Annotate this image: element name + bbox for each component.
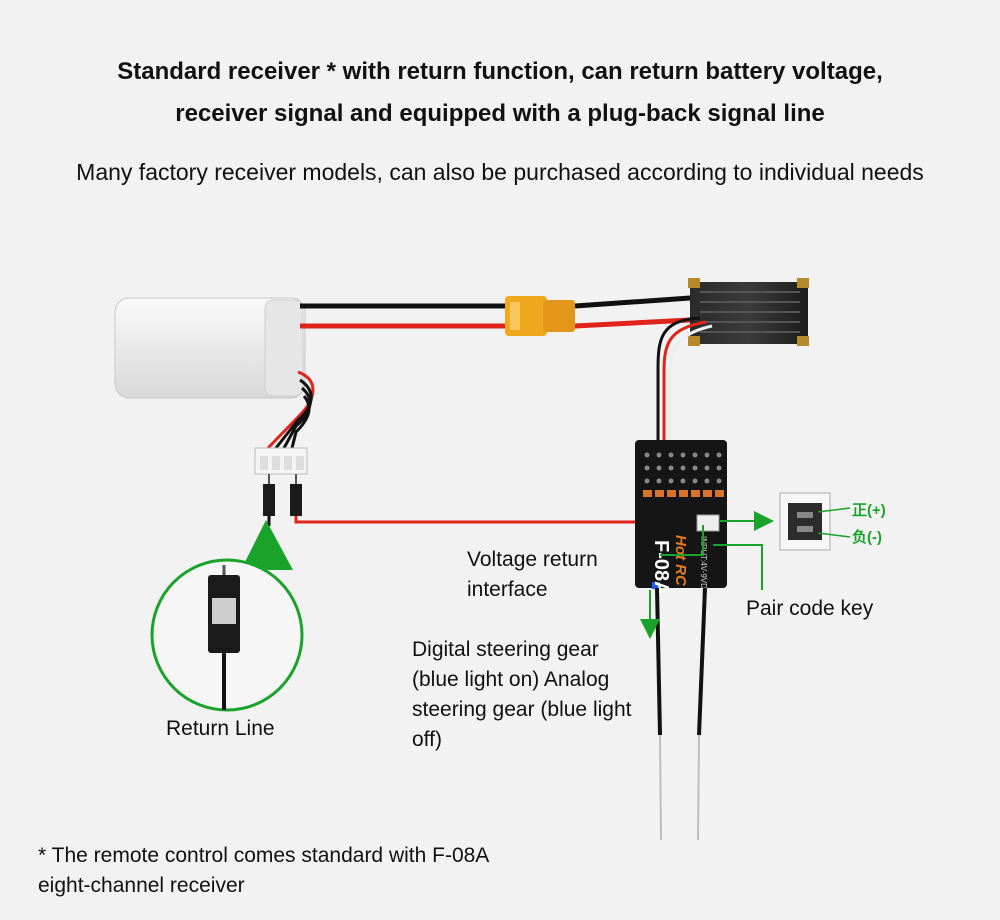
steering-gear-label: Digital steering gear (blue light on) An…	[412, 635, 631, 755]
title-line-1: Standard receiver * with return function…	[117, 58, 883, 85]
leader-lines	[640, 511, 774, 639]
receiver-input-text: INPUT:4V-9VDC	[699, 536, 708, 595]
steering-line-2: (blue light on) Analog	[412, 668, 610, 691]
footnote-line-2: eight-channel receiver	[38, 874, 245, 897]
receiver-model-text: F-08A	[650, 540, 672, 596]
voltage-return-plug	[779, 492, 851, 551]
receiver-brand-text: Hot RC	[672, 535, 689, 587]
steering-line-4: off)	[412, 728, 442, 751]
receiver-antennas	[655, 587, 707, 841]
balance-lead	[254, 370, 315, 475]
main-power-wires	[300, 295, 691, 329]
voltage-return-line-1: Voltage return	[467, 548, 598, 571]
negative-label: 负(-)	[852, 529, 882, 546]
battery-pack	[114, 297, 306, 399]
voltage-return-line-2: interface	[467, 578, 548, 601]
return-line-label: Return Line	[166, 717, 275, 740]
return-line-zoom-circle	[150, 558, 304, 712]
pair-code-key-label: Pair code key	[746, 597, 874, 620]
steering-line-3: steering gear (blue light	[412, 698, 632, 721]
return-line-wire	[263, 474, 700, 526]
esc-unit	[688, 278, 809, 346]
steering-line-1: Digital steering gear	[412, 638, 599, 661]
voltage-return-label: Voltage return interface	[467, 545, 598, 605]
footnote-line-1: * The remote control comes standard with…	[38, 844, 490, 867]
title-line-2: receiver signal and equipped with a plug…	[175, 100, 825, 127]
footnote: * The remote control comes standard with…	[38, 841, 489, 901]
subtitle: Many factory receiver models, can also b…	[76, 159, 924, 185]
positive-label: 正(+)	[852, 502, 886, 519]
return-line-pointer	[241, 520, 293, 570]
xt60-connector	[505, 296, 575, 336]
esc-signal-cable	[656, 316, 713, 470]
